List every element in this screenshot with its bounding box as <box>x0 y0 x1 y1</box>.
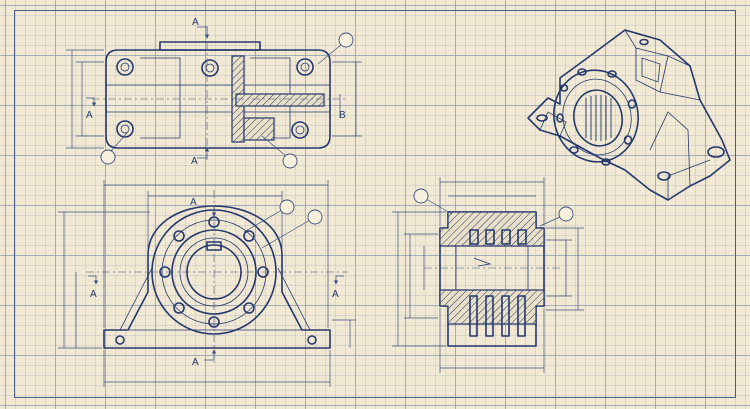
iso-bolt-hole <box>556 68 637 166</box>
section-label: A <box>90 289 97 300</box>
callout-balloon <box>279 199 295 215</box>
callout-balloon <box>558 206 574 222</box>
section-label: A <box>190 197 197 208</box>
top-view: A A A B <box>66 17 362 169</box>
isometric-view <box>527 29 731 201</box>
side-section-view <box>392 177 584 373</box>
bolt-hole <box>116 58 314 139</box>
section-label: A <box>86 110 93 121</box>
callout-balloon <box>413 188 429 204</box>
section-label: A <box>191 156 198 167</box>
section-label: A <box>332 289 339 300</box>
callout-balloon <box>282 153 298 169</box>
callout-balloon <box>307 209 323 225</box>
callout-balloon <box>338 32 354 48</box>
callout-balloon <box>100 149 116 165</box>
front-view: A A A A <box>58 180 356 387</box>
section-label: A <box>192 17 199 28</box>
section-label: B <box>339 110 346 121</box>
section-label: A <box>192 357 199 368</box>
drawing-frame <box>14 10 736 398</box>
